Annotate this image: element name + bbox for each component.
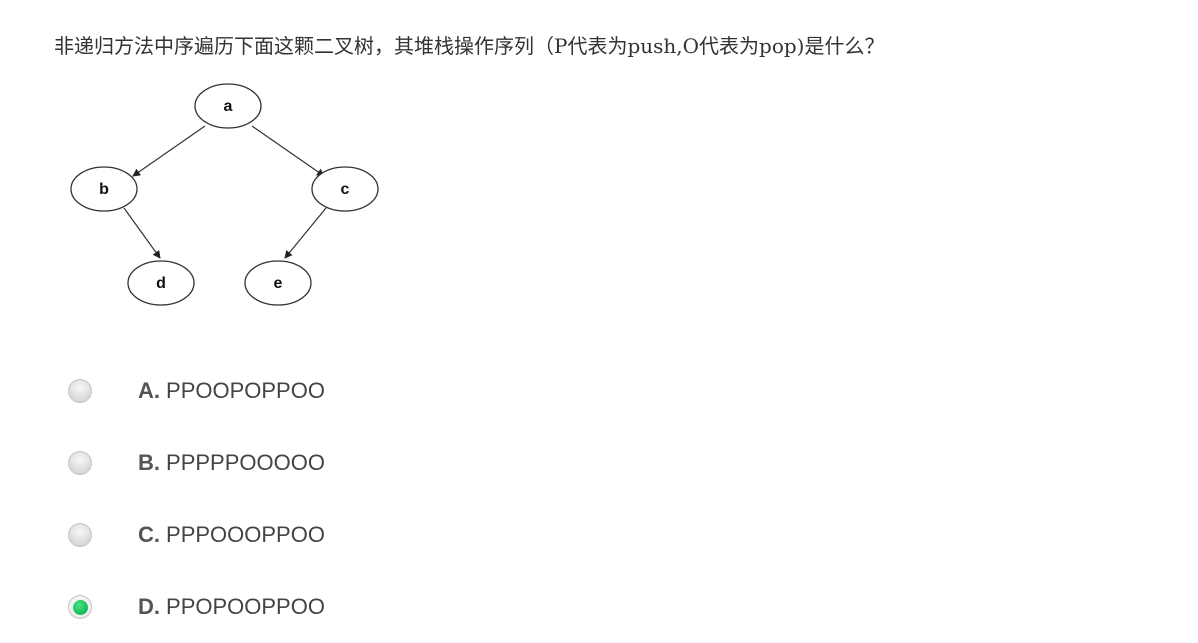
tree-node-c-label: c — [341, 181, 350, 198]
option-d[interactable]: D.PPOPOOPPOO — [68, 571, 325, 643]
edge-b-d — [123, 207, 161, 259]
tree-node-d: d — [127, 260, 195, 306]
option-d-letter: D — [138, 594, 154, 619]
tree-node-c: c — [311, 166, 379, 212]
edge-a-b — [132, 125, 206, 177]
option-b-text[interactable]: B.PPPPPOOOOO — [138, 450, 325, 476]
question-title: 非递归方法中序遍历下面这颗二叉树，其堆栈操作序列（P代表为push,O代表为po… — [54, 34, 885, 58]
option-c[interactable]: C.PPPOOOPPOO — [68, 499, 325, 571]
tree-node-e: e — [244, 260, 312, 306]
option-b-separator: . — [153, 450, 161, 475]
radio-option-a[interactable] — [68, 379, 92, 403]
option-c-separator: . — [153, 522, 161, 547]
binary-tree-svg: a b c d e — [70, 83, 379, 306]
tree-node-a: a — [194, 83, 262, 129]
option-a-separator: . — [153, 378, 161, 403]
radio-option-d[interactable] — [68, 595, 92, 619]
option-d-value: PPOPOOPPOO — [166, 594, 325, 619]
option-d-text[interactable]: D.PPOPOOPPOO — [138, 594, 325, 620]
tree-node-d-label: d — [156, 275, 166, 292]
option-c-text[interactable]: C.PPPOOOPPOO — [138, 522, 325, 548]
edge-c-e — [284, 207, 327, 259]
tree-node-b-label: b — [99, 181, 109, 198]
edge-a-c — [251, 125, 325, 177]
binary-tree-diagram: a b c d e — [60, 80, 390, 320]
option-d-separator: . — [153, 594, 161, 619]
option-a-text[interactable]: A.PPOOPOPPOO — [138, 378, 325, 404]
tree-node-e-label: e — [274, 275, 283, 292]
radio-option-c[interactable] — [68, 523, 92, 547]
tree-node-b: b — [70, 166, 138, 212]
tree-node-a-label: a — [224, 98, 233, 115]
option-a-value: PPOOPOPPOO — [166, 378, 325, 403]
radio-dot-icon — [72, 599, 88, 615]
option-a-letter: A — [138, 378, 154, 403]
option-a[interactable]: A.PPOOPOPPOO — [68, 355, 325, 427]
option-b-letter: B — [138, 450, 154, 475]
option-b-value: PPPPPOOOOO — [166, 450, 325, 475]
radio-option-b[interactable] — [68, 451, 92, 475]
option-c-value: PPPOOOPPOO — [166, 522, 325, 547]
option-c-letter: C — [138, 522, 154, 547]
answer-options: A.PPOOPOPPOO B.PPPPPOOOOO C.PPPOOOPPOO D… — [68, 355, 325, 643]
option-b[interactable]: B.PPPPPOOOOO — [68, 427, 325, 499]
